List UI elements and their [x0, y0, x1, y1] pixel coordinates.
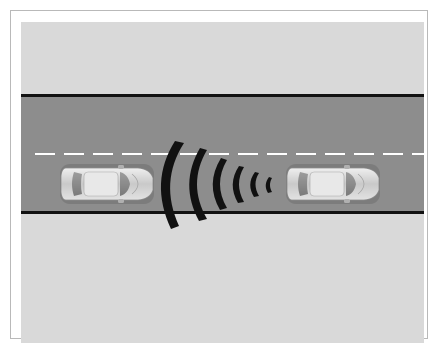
road-edge-top	[21, 94, 424, 97]
acc-diagram	[21, 22, 424, 343]
diagram-canvas	[21, 22, 424, 343]
road-edge-bottom	[21, 211, 424, 214]
lead-vehicle	[286, 164, 380, 204]
following-vehicle	[60, 164, 154, 204]
